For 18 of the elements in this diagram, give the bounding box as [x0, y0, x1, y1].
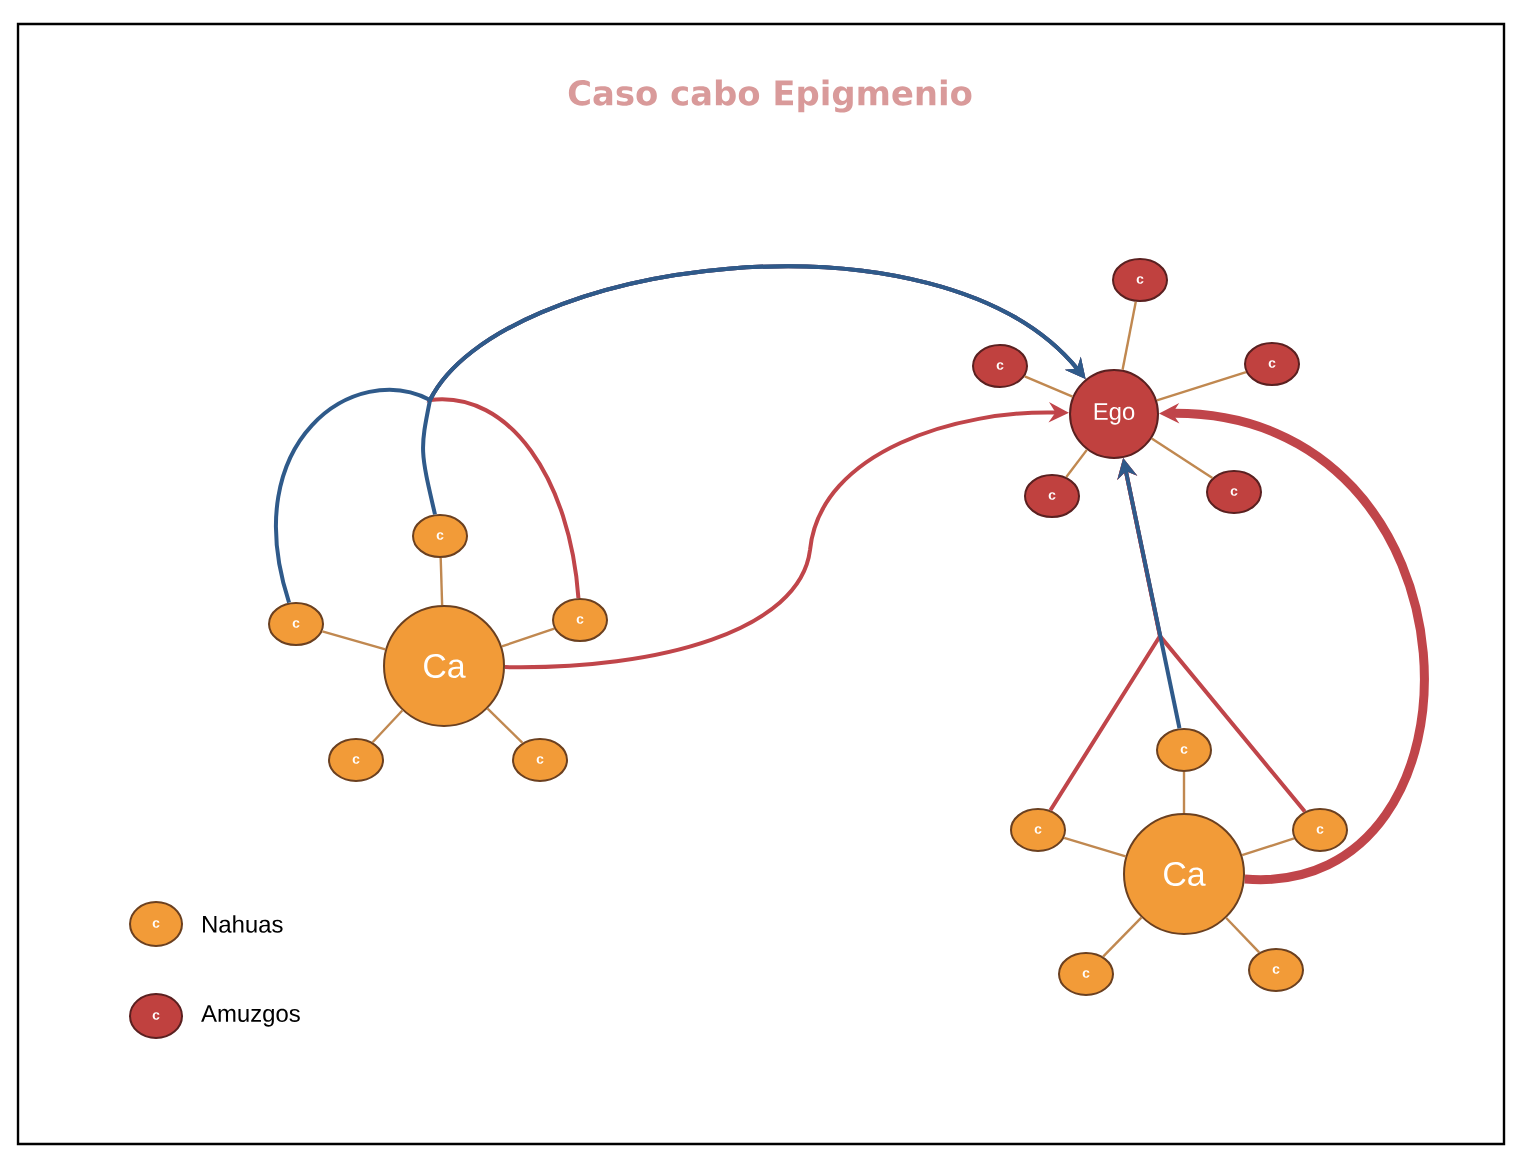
connector-line — [1156, 371, 1247, 402]
title: Caso cabo Epigmenio — [568, 79, 972, 113]
connector-line — [439, 557, 444, 606]
connector-line — [1065, 449, 1088, 478]
legend-label: Amuzgos — [201, 1005, 300, 1027]
connector-line — [501, 627, 555, 648]
connector-line — [1241, 837, 1295, 857]
connector-line — [322, 630, 386, 651]
connector-line — [371, 709, 404, 744]
connector-line — [1151, 437, 1214, 479]
connector-line — [1225, 917, 1261, 954]
connector-line — [1024, 375, 1073, 398]
connector-line — [1121, 301, 1137, 371]
connector-line — [1063, 836, 1126, 858]
legend-label: Nahuas — [203, 915, 283, 933]
connector-line — [486, 707, 524, 744]
connector-line — [1182, 772, 1186, 813]
connector-line — [1102, 916, 1143, 958]
